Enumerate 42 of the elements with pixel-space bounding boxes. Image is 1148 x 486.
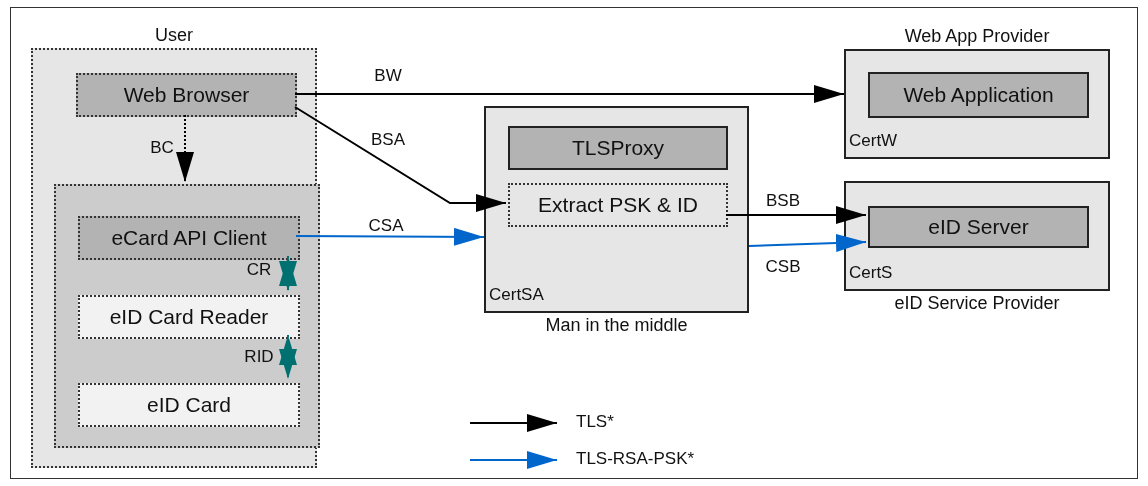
legend-label: TLS-RSA-PSK* xyxy=(576,449,695,469)
group-title: Web App Provider xyxy=(903,26,1051,47)
edge-label: CSB xyxy=(765,257,801,277)
component-label: Web Application xyxy=(902,83,1055,107)
arrow xyxy=(279,255,297,292)
component-label: eID Card xyxy=(146,393,232,417)
arrow xyxy=(725,206,867,224)
edge-label: CSA xyxy=(368,216,404,236)
component-box xyxy=(78,216,300,260)
component-box xyxy=(868,206,1089,248)
legend-label: TLS* xyxy=(576,412,614,432)
group-box xyxy=(54,184,320,448)
component-label: TLSProxy xyxy=(570,136,666,160)
component-box xyxy=(868,72,1089,118)
edge-label: BSB xyxy=(766,191,800,211)
component-box xyxy=(78,383,300,427)
group-title: eID Service Provider xyxy=(893,293,1061,314)
group-title: Man in the middle xyxy=(544,315,689,336)
edge-label: BSA xyxy=(371,130,405,150)
group-title: User xyxy=(154,25,194,46)
arrow xyxy=(294,85,845,103)
component-label: Extract PSK & ID xyxy=(537,193,699,217)
component-box xyxy=(76,73,297,117)
edge-label: CR xyxy=(246,260,272,280)
arrow xyxy=(176,114,194,183)
arrow xyxy=(748,233,867,252)
arrow xyxy=(294,106,507,212)
certificate-label: CertS xyxy=(849,263,893,283)
certificate-label: CertSA xyxy=(489,285,544,305)
component-box xyxy=(508,126,728,170)
arrow xyxy=(279,334,297,380)
component-label: eID Server xyxy=(927,215,1030,239)
edge-label: BW xyxy=(374,66,402,86)
edge-label: RID xyxy=(244,347,274,367)
certificate-label: CertW xyxy=(849,131,898,151)
component-label: Web Browser xyxy=(122,83,251,107)
edge-label: BC xyxy=(150,138,174,158)
component-box xyxy=(508,183,728,227)
arrow xyxy=(295,227,485,246)
component-label: eCard API Client xyxy=(110,226,268,250)
component-label: eID Card Reader xyxy=(108,305,270,329)
component-box xyxy=(78,295,300,339)
